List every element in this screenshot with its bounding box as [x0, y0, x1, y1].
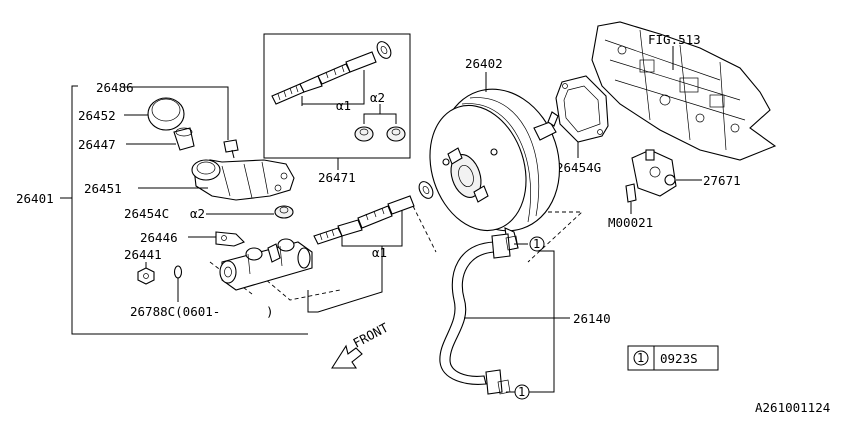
- brake-booster-26402-illustration: [429, 88, 561, 251]
- label-26441: 26441: [124, 247, 162, 262]
- grommet-26454c-illustration: [274, 205, 294, 219]
- label-26447: 26447: [78, 137, 116, 152]
- label-26454c: 26454C: [124, 206, 169, 221]
- label-alpha1-master: α1: [372, 245, 387, 260]
- clamp-callout-bottom: 1: [518, 385, 525, 399]
- piston-kit-illustration: [271, 41, 406, 142]
- bracket-27671-illustration: [625, 149, 677, 214]
- diagram-reference-code: A261001124: [755, 400, 830, 415]
- front-direction-arrow: [330, 344, 363, 369]
- washer-26788c-illustration: [173, 265, 183, 279]
- label-alpha1-kit: α1: [336, 98, 351, 113]
- label-26486: 26486: [96, 80, 134, 95]
- dash-panel-illustration: [591, 21, 777, 161]
- label-26454g: 26454G: [556, 160, 601, 175]
- clamp-legend: 1 0923S: [627, 345, 719, 371]
- reservoir-tank-26451-illustration: [191, 159, 295, 201]
- label-26451: 26451: [84, 181, 122, 196]
- screw-26486-illustration: [223, 139, 239, 159]
- label-m00021: M00021: [608, 215, 653, 230]
- kit-26471-box: [263, 33, 411, 159]
- label-26788c: 26788C(0601-: [130, 304, 220, 319]
- label-26788c-close: ): [266, 304, 274, 319]
- legend-code: 0923S: [660, 351, 698, 366]
- label-26402: 26402: [465, 56, 503, 71]
- label-26446: 26446: [140, 230, 178, 245]
- gasket-26454g-illustration: [555, 75, 609, 143]
- legend-number: 1: [637, 351, 644, 365]
- clamp-callout-top: 1: [533, 237, 540, 251]
- label-alpha2-kit: α2: [370, 90, 385, 105]
- nut-26441-illustration: [137, 267, 155, 285]
- bracket-26446-illustration: [215, 231, 245, 247]
- label-26401: 26401: [16, 191, 54, 206]
- label-26452: 26452: [78, 108, 116, 123]
- vacuum-hose-26140-illustration: [439, 233, 519, 395]
- label-fig513: FIG.513: [648, 32, 701, 47]
- label-alpha2-grommet: α2: [190, 206, 205, 221]
- label-26140: 26140: [573, 311, 611, 326]
- master-piston-set-illustration: [313, 181, 434, 245]
- label-front: FRONT: [350, 320, 391, 351]
- master-cylinder-body-illustration: [219, 238, 313, 291]
- label-27671: 27671: [703, 173, 741, 188]
- label-26471: 26471: [318, 170, 356, 185]
- reservoir-cap-illustration: [147, 97, 195, 151]
